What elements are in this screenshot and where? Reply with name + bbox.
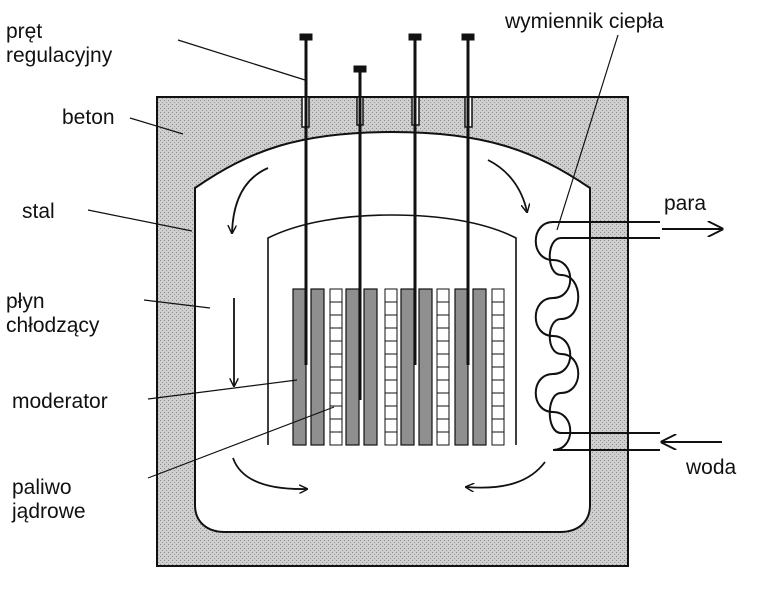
fuel-rods	[329, 288, 505, 446]
fuel-pellet	[436, 418, 450, 433]
fuel-pellet	[384, 392, 398, 407]
fuel-pellet	[329, 288, 343, 303]
core-barrel	[267, 214, 517, 445]
heat-exchanger-coil	[534, 221, 660, 451]
fuel-pellet	[491, 327, 505, 342]
fuel-pellet	[491, 340, 505, 355]
leader-lines	[87, 34, 619, 479]
fuel-pellet	[329, 327, 343, 342]
fuel-rod	[491, 288, 505, 446]
coolant-flow-arrows	[232, 159, 546, 489]
fuel-pellet	[384, 340, 398, 355]
label-line: jądrowe	[12, 500, 86, 523]
fuel-pellet	[436, 392, 450, 407]
moderator-plates	[292, 288, 487, 446]
moderator-plate	[292, 288, 307, 446]
moderator-plate	[345, 288, 360, 446]
fuel-pellet	[491, 431, 505, 446]
label-steel: stal	[22, 200, 55, 223]
flow-arrow	[232, 167, 269, 233]
moderator-plate	[418, 288, 433, 446]
fuel-pellet	[329, 431, 343, 446]
fuel-pellet	[384, 431, 398, 446]
flow-arrow	[232, 457, 307, 489]
fuel-pellet	[384, 405, 398, 420]
label-heat-exchanger: wymiennik ciepła	[505, 10, 664, 33]
fuel-pellet	[436, 301, 450, 316]
label-fuel: paliwo jądrowe	[12, 476, 86, 524]
fuel-rod	[384, 288, 398, 446]
fuel-pellet	[436, 288, 450, 303]
fuel-pellet	[384, 353, 398, 368]
flow-arrow	[466, 461, 546, 488]
fuel-pellet	[491, 353, 505, 368]
fuel-pellet	[384, 366, 398, 381]
fuel-pellet	[491, 288, 505, 303]
label-coolant: płyn chłodzący	[6, 290, 99, 338]
fuel-pellet	[436, 379, 450, 394]
control-rods	[299, 33, 475, 400]
fuel-pellet	[491, 405, 505, 420]
label-line: paliwo	[12, 476, 72, 499]
fuel-pellet	[384, 327, 398, 342]
flow-arrow	[487, 159, 527, 212]
fuel-pellet	[491, 301, 505, 316]
fuel-pellet	[329, 392, 343, 407]
fuel-pellet	[491, 418, 505, 433]
fuel-pellet	[329, 314, 343, 329]
fuel-pellet	[436, 431, 450, 446]
fuel-pellet	[329, 418, 343, 433]
fuel-pellet	[436, 405, 450, 420]
fuel-pellet	[436, 314, 450, 329]
fuel-pellet	[436, 340, 450, 355]
control-rod-cap	[353, 65, 367, 73]
fuel-pellet	[491, 366, 505, 381]
fuel-pellet	[491, 392, 505, 407]
label-concrete: beton	[62, 106, 115, 129]
fuel-pellet	[384, 314, 398, 329]
label-moderator: moderator	[12, 390, 108, 413]
fuel-pellet	[491, 379, 505, 394]
fuel-pellet	[329, 366, 343, 381]
fuel-pellet	[436, 366, 450, 381]
control-rod-cap	[408, 33, 422, 41]
fuel-rod	[329, 288, 343, 446]
label-line: płyn	[6, 290, 45, 313]
label-control-rod: pręt regulacyjny	[6, 20, 112, 68]
fuel-pellet	[384, 301, 398, 316]
fuel-pellet	[329, 379, 343, 394]
label-water: woda	[686, 456, 737, 479]
label-line: pręt	[6, 20, 43, 43]
fuel-pellet	[384, 418, 398, 433]
fuel-pellet	[384, 288, 398, 303]
fuel-pellet	[329, 353, 343, 368]
fuel-pellet	[436, 353, 450, 368]
fuel-pellet	[384, 379, 398, 394]
label-steam: para	[664, 192, 707, 215]
fuel-pellet	[329, 301, 343, 316]
label-line: regulacyjny	[6, 44, 113, 67]
moderator-plate	[310, 288, 325, 446]
control-rod-cap	[299, 33, 313, 41]
fuel-rod	[436, 288, 450, 446]
fuel-pellet	[329, 340, 343, 355]
moderator-plate	[472, 288, 487, 446]
fuel-pellet	[436, 327, 450, 342]
moderator-plate	[400, 288, 415, 446]
moderator-plate	[454, 288, 469, 446]
label-line: chłodzący	[6, 314, 100, 337]
moderator-plate	[363, 288, 378, 446]
control-rod-cap	[461, 33, 475, 41]
fuel-pellet	[491, 314, 505, 329]
